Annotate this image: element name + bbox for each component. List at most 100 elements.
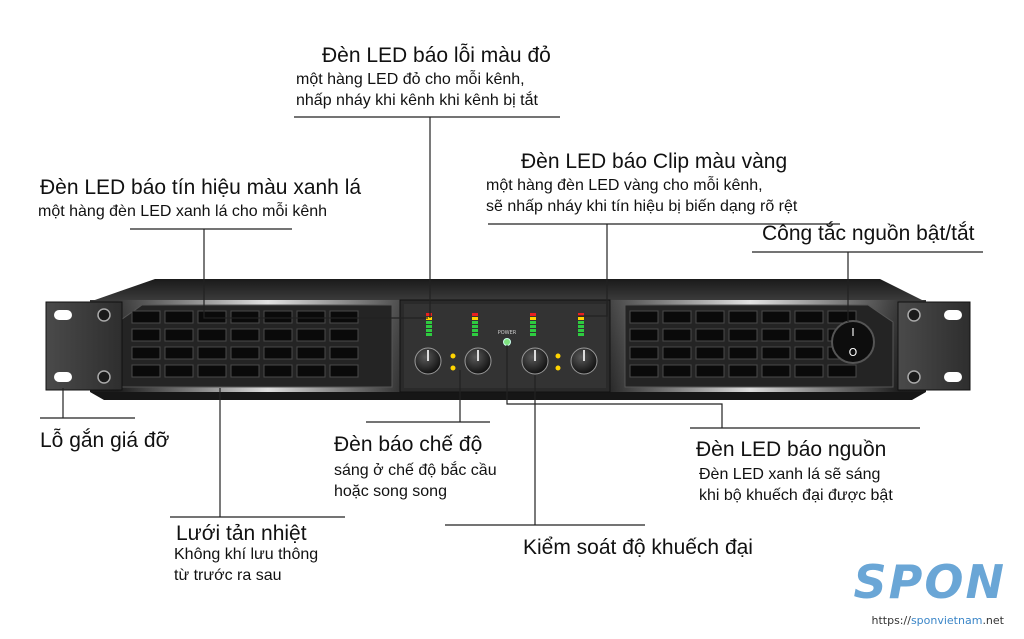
url-suffix: .net [982,614,1004,627]
heatsink-slot [695,346,725,360]
meter-led [426,313,432,316]
mode-led-3 [555,353,561,359]
heatsink-slot [827,364,857,378]
error-led-desc-1: một hàng LED đỏ cho mỗi kênh, [296,71,525,88]
heatsink-grille-right [624,304,894,388]
heatsink-slot [230,346,260,360]
heatsink-slot [761,346,791,360]
heatsink-slot [263,310,293,324]
meter-led [426,321,432,324]
heatsink-slot [329,310,359,324]
heatsink-slot [197,346,227,360]
heatsink-slot [629,328,659,342]
heatsink-slot [695,310,725,324]
power-led-title: Đèn LED báo nguồn [696,438,887,461]
heatsink-slot [662,328,692,342]
error-led-callout: Đèn LED báo lỗi màu đỏ [322,44,551,68]
power-led-desc-1: Đèn LED xanh lá sẽ sáng [699,466,881,483]
mode-led-2 [450,365,456,371]
heatsink-slot [761,364,791,378]
heatsink-slot [761,328,791,342]
heatsink-title: Lưới tản nhiệt [176,522,307,545]
power-switch-on-mark: I [851,326,854,339]
url-prefix: https:// [871,614,911,627]
meter-led [426,329,432,332]
meter-led [530,329,536,332]
power-led-label: POWER [498,330,517,336]
gain-knob-ch4 [570,347,598,375]
power-led [503,338,511,346]
meter-led [530,317,536,320]
meter-led [578,317,584,320]
heatsink-slot [695,328,725,342]
power-led-desc-2: khi bộ khuếch đại được bật [699,487,893,504]
heatsink-slot [296,328,326,342]
heatsink-slots-left [131,310,359,378]
heatsink-slot [230,328,260,342]
heatsink-desc-2: từ trước ra sau [174,567,282,584]
heatsink-slot [728,346,758,360]
heatsink-slot [230,310,260,324]
leader-lines [40,116,983,526]
meter-led [578,333,584,336]
mode-led-desc-1: sáng ở chế độ bắc cầu [334,462,497,479]
heatsink-slot [329,364,359,378]
mode-led-4 [555,365,561,371]
meter-led [578,325,584,328]
rack-slot-bottom-right [944,372,962,382]
heatsink-slot [794,328,824,342]
meter-led [578,329,584,332]
error-led-desc-2: nhấp nháy khi kênh khi kênh bị tắt [296,92,538,109]
heatsink-slot [329,346,359,360]
heatsink-slot [131,328,161,342]
heatsink-slot [197,364,227,378]
gain-knob-ch1 [414,347,442,375]
meter-led [530,325,536,328]
rack-screw-1 [97,308,111,322]
rack-screw-3 [907,308,921,322]
heatsink-slot [164,364,194,378]
led-meters [426,313,584,336]
url-host: sponvietnam [910,614,983,627]
meter-led [578,321,584,324]
heatsink-slot [662,346,692,360]
heatsink-slot [629,364,659,378]
meter-led [530,313,536,316]
meter-led [472,333,478,336]
heatsink-slot [263,328,293,342]
heatsink-slot [164,328,194,342]
heatsink-slot [230,364,260,378]
meter-led [472,329,478,332]
heatsink-slot [131,310,161,324]
heatsink-slot [164,346,194,360]
spon-logo: SPON [853,555,1006,609]
meter-led [472,325,478,328]
heatsink-slot [296,310,326,324]
mode-led-title: Đèn báo chế độ [334,433,483,456]
heatsink-desc-1: Không khí lưu thông [174,546,319,563]
meter-led [578,313,584,316]
signal-led-desc-1: một hàng đèn LED xanh lá cho mỗi kênh [38,203,328,220]
power-switch-off-mark: O [849,346,858,359]
meter-led [472,317,478,320]
meter-led [530,333,536,336]
heatsink-slot [197,328,227,342]
mode-led-1 [450,353,456,359]
heatsink-slot [662,364,692,378]
meter-led [426,333,432,336]
rack-slot-top-left [54,310,72,320]
heatsink-slot [794,310,824,324]
spon-url: https://sponvietnam.net [872,614,1005,627]
heatsink-slot [329,328,359,342]
mode-led-desc-2: hoặc song song [334,483,447,500]
power-switch-title: Công tắc nguồn bật/tắt [762,222,975,245]
rack-screw-4 [907,370,921,384]
gain-knob-ch2 [464,347,492,375]
chassis-bottom [90,392,926,400]
heatsink-slot [296,364,326,378]
heatsink-slot [131,364,161,378]
heatsink-slot [662,310,692,324]
heatsink-slot [263,364,293,378]
meter-led [472,321,478,324]
